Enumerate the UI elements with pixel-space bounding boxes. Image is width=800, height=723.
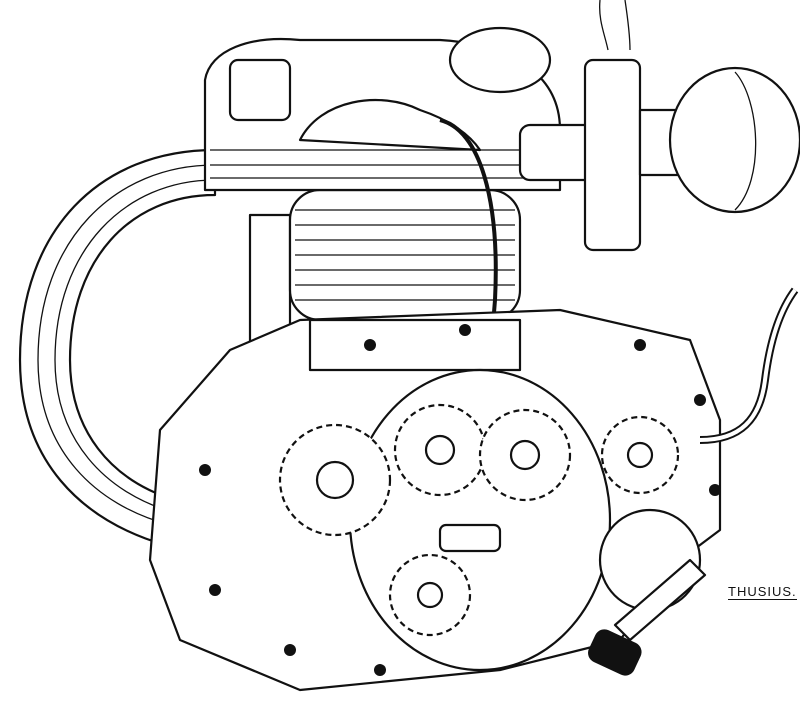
carburettor [518, 0, 800, 252]
rocker-cover [448, 26, 552, 94]
bolts [199, 324, 721, 676]
timing-gears [278, 403, 680, 637]
cylinder-barrel [288, 188, 522, 322]
gear [388, 553, 472, 637]
kickstart-lever [588, 508, 707, 676]
gear [393, 403, 487, 497]
artist-signature: THUSIUS. [728, 584, 797, 600]
gear [278, 423, 392, 537]
shaft [438, 523, 502, 553]
cylinder-head [203, 26, 562, 192]
rocker-box [228, 58, 292, 122]
gear [600, 415, 680, 495]
gear [478, 408, 572, 502]
air-filter-bell [668, 66, 800, 214]
